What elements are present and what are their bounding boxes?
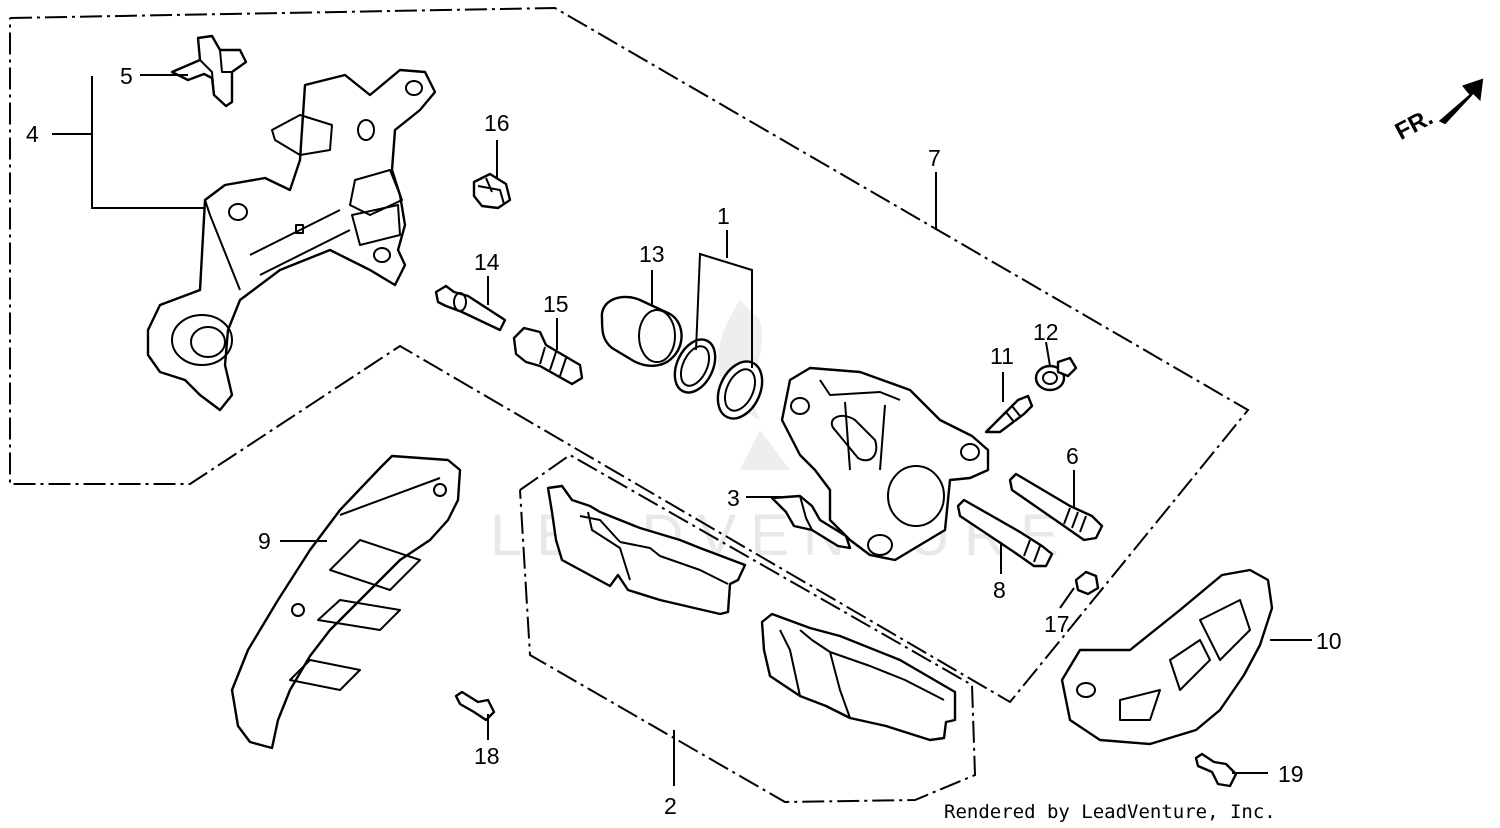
bleeder-valve [984, 394, 1034, 434]
callout-7: 7 [928, 145, 941, 171]
brake-pads [546, 484, 957, 742]
disc-guard [230, 454, 462, 750]
render-credit: Rendered by LeadVenture, Inc. [944, 801, 1276, 823]
caliper-body [780, 366, 990, 562]
callout-17: 17 [1044, 611, 1070, 637]
callout-18: 18 [474, 743, 500, 769]
callout-10: 10 [1316, 628, 1342, 654]
callout-19: 19 [1278, 761, 1304, 787]
callout-3: 3 [727, 485, 740, 511]
caliper-bracket [146, 68, 437, 412]
callout-12: 12 [1033, 319, 1059, 345]
callout-2: 2 [664, 793, 677, 819]
callout-13: 13 [639, 241, 665, 267]
piston [600, 295, 683, 367]
group-outlines [9, 6, 1250, 804]
callout-8: 8 [993, 577, 1006, 603]
pad-spring [170, 34, 248, 108]
pin-bolt [434, 284, 507, 332]
caliper-pin-lower [956, 498, 1054, 568]
small-nut [1074, 570, 1100, 596]
pad-retainer [770, 494, 852, 550]
callout-9: 9 [258, 528, 271, 554]
guide-plate [1060, 568, 1274, 746]
piston-seals [673, 338, 764, 420]
screw-small [454, 690, 496, 722]
cap-nut [472, 172, 512, 210]
callout-labels: 1 2 3 4 5 6 7 8 9 10 11 12 13 14 15 16 1… [26, 63, 1342, 819]
callout-16: 16 [484, 110, 510, 136]
caliper-pin-upper [1008, 472, 1104, 542]
pin-bolt-hex [512, 326, 584, 386]
callout-14: 14 [474, 249, 500, 275]
callout-11: 11 [990, 343, 1014, 369]
leader-lines [52, 74, 1312, 786]
bolt-flange [1194, 752, 1238, 788]
callout-5: 5 [120, 63, 133, 89]
callout-6: 6 [1066, 443, 1079, 469]
callout-4: 4 [26, 121, 39, 147]
callout-15: 15 [543, 291, 569, 317]
bleeder-cap [1034, 356, 1078, 392]
callout-1: 1 [717, 203, 730, 229]
svg-text:FR.: FR. [1391, 104, 1438, 146]
front-direction-indicator: FR. [1391, 78, 1484, 146]
